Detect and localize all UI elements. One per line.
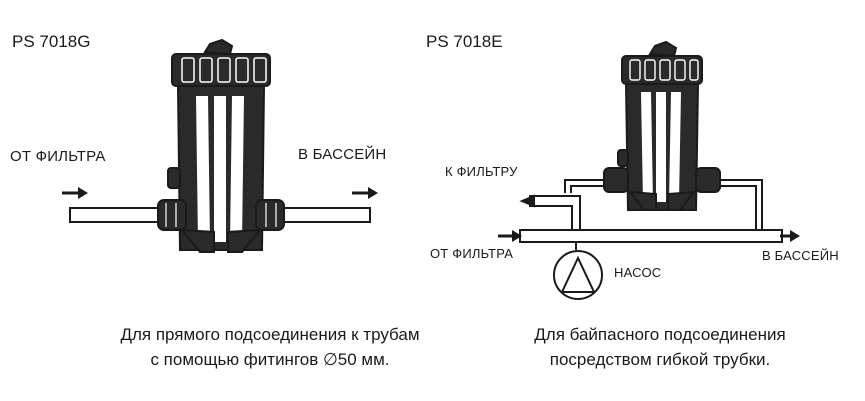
right-flow-arrows	[498, 230, 800, 242]
left-inlet-label: ОТ ФИЛЬТРА	[10, 148, 106, 165]
right-bypass-tubes	[564, 179, 763, 229]
right-chlorinator	[603, 40, 721, 211]
right-from-filter-label: ОТ ФИЛЬТРА	[430, 246, 514, 261]
left-caption-line1: Для прямого подсоединения к трубам	[120, 325, 420, 344]
left-caption-line2: с помощью фитингов ∅50 мм.	[150, 350, 390, 369]
pump-label: НАСОС	[614, 265, 662, 280]
right-model-label: PS 7018E	[426, 32, 503, 51]
right-caption: Для байпасного подсоединения посредством…	[470, 322, 850, 372]
right-caption-line2: посредством гибкой трубки.	[549, 350, 771, 369]
left-chlorinator	[167, 38, 271, 253]
right-main-pipe	[519, 229, 783, 243]
right-caption-line1: Для байпасного подсоединения	[534, 325, 786, 344]
left-model-label: PS 7018G	[12, 32, 91, 51]
right-to-pool-label: В БАССЕЙН	[762, 248, 839, 263]
right-to-filter-label: К ФИЛЬТРУ	[445, 164, 518, 179]
left-caption: Для прямого подсоединения к трубам с пом…	[40, 322, 500, 372]
right-pump	[553, 242, 603, 300]
left-pipe	[69, 199, 371, 231]
right-to-filter-branch	[519, 194, 581, 230]
left-outlet-label: В БАССЕЙН	[298, 146, 387, 163]
left-flow-arrows	[62, 187, 378, 199]
